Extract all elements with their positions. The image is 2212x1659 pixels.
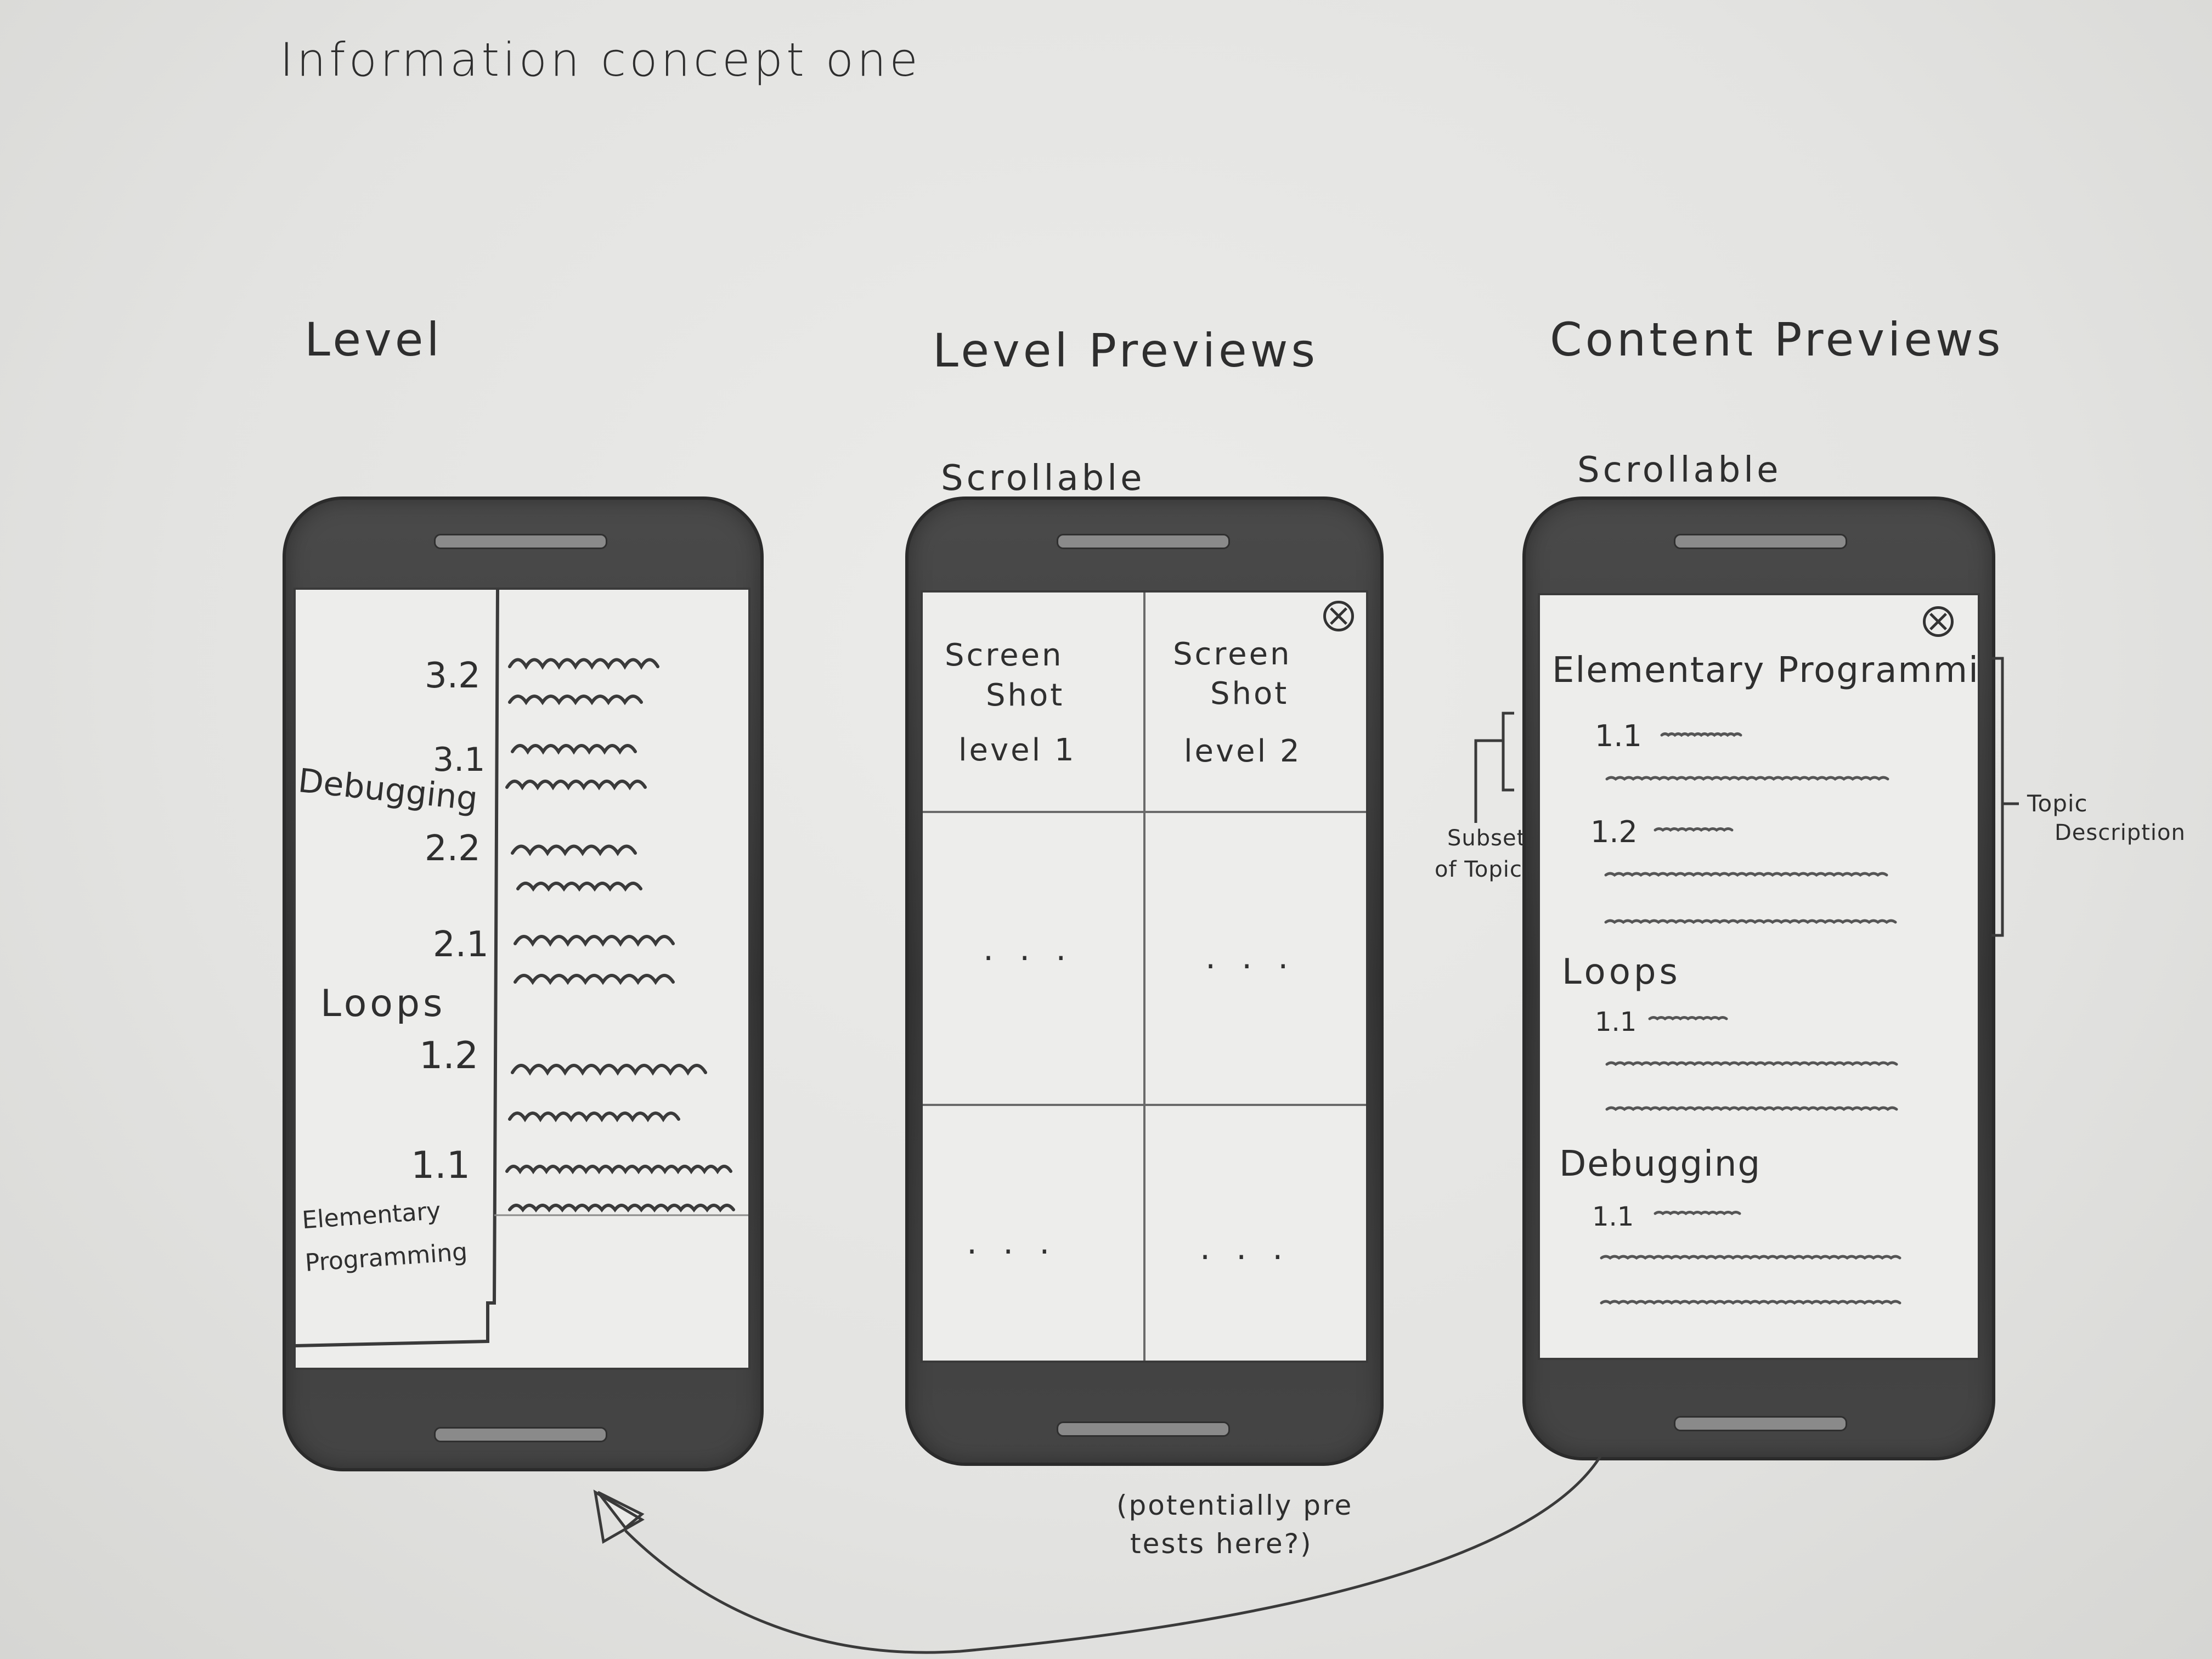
topic-loops[interactable]: Loops: [1562, 952, 1681, 992]
level-screen[interactable]: 3.2 3.1 2.2 2.1 1.2 1.1 Debugging Loops …: [294, 588, 751, 1370]
level-number-3-2[interactable]: 3.2: [425, 656, 481, 696]
phone-bottom-bar: [1674, 1416, 1847, 1431]
annotation-topic: Topic: [2027, 790, 2088, 817]
cell-line-level: level 1: [958, 732, 1076, 768]
content-previews-screen[interactable]: Elementary Programming 1.1 1.2 Loops 1.1…: [1538, 593, 1980, 1360]
phone-bottom-bar: [1057, 1421, 1230, 1437]
phone-speaker: [434, 534, 607, 549]
grid-horizontal-line-2: [923, 1104, 1366, 1106]
level-previews-screen[interactable]: Screen Shot level 1 Screen Shot level 2 …: [921, 590, 1368, 1363]
level-number-2-1[interactable]: 2.1: [433, 924, 489, 965]
level-number-3-1[interactable]: 3.1: [433, 741, 486, 779]
subtopic-1-1[interactable]: 1.1: [1595, 1007, 1637, 1037]
cell-line-screen: Screen: [1173, 636, 1292, 672]
page-title: Information concept one: [280, 33, 921, 87]
bottom-note-line-2: tests here?): [1130, 1528, 1313, 1560]
level-divider-line: [296, 590, 748, 1347]
ellipsis-placeholder: . . .: [967, 1223, 1058, 1262]
level-previews-scrollable-note: Scrollable: [941, 458, 1146, 499]
content-previews-scrollable-note: Scrollable: [1577, 450, 1782, 490]
cell-line-shot: Shot: [986, 678, 1065, 713]
cell-line-screen: Screen: [945, 637, 1064, 673]
preview-cell-level-1[interactable]: Screen Shot level 1: [923, 592, 1142, 810]
subtopic-1-1[interactable]: 1.1: [1595, 719, 1642, 753]
ellipsis-placeholder: . . .: [1200, 1229, 1291, 1267]
level-scribble-descriptions: [505, 658, 735, 1212]
subtopic-1-2[interactable]: 1.2: [1590, 815, 1638, 849]
close-icon[interactable]: [1923, 606, 1954, 637]
section-loops: Loops: [320, 982, 446, 1025]
content-previews-heading: Content Previews: [1550, 313, 2004, 366]
level-heading: Level: [304, 313, 443, 366]
close-icon[interactable]: [1323, 601, 1354, 631]
phone-bottom-bar: [434, 1427, 607, 1442]
level-number-1-1[interactable]: 1.1: [411, 1144, 471, 1187]
subtopic-1-1[interactable]: 1.1: [1592, 1201, 1634, 1232]
cell-line-shot: Shot: [1210, 676, 1289, 712]
ellipsis-placeholder: . . .: [983, 930, 1074, 968]
level-number-2-2[interactable]: 2.2: [425, 828, 481, 869]
topic-debugging[interactable]: Debugging: [1559, 1144, 1762, 1184]
ellipsis-placeholder: . . .: [1205, 938, 1296, 977]
phone-level: 3.2 3.1 2.2 2.1 1.2 1.1 Debugging Loops …: [283, 496, 764, 1471]
annotation-description: Description: [2055, 820, 2186, 845]
annotation-subset: Subset: [1447, 826, 1526, 851]
phone-speaker: [1674, 534, 1847, 549]
topic-elementary-programming[interactable]: Elementary Programming: [1552, 650, 1980, 691]
grid-vertical-line: [1143, 592, 1146, 1361]
preview-cell-level-2[interactable]: Screen Shot level 2: [1146, 592, 1365, 810]
cell-line-level: level 2: [1184, 733, 1302, 769]
level-number-1-2[interactable]: 1.2: [419, 1034, 479, 1077]
phone-content-previews: Elementary Programming 1.1 1.2 Loops 1.1…: [1522, 496, 1995, 1460]
bottom-note-line-1: (potentially pre: [1116, 1489, 1353, 1521]
annotation-of-topic: of Topic: [1435, 857, 1522, 882]
phone-level-previews: Screen Shot level 1 Screen Shot level 2 …: [905, 496, 1384, 1466]
phone-speaker: [1057, 534, 1230, 549]
content-scribble-descriptions: [1600, 732, 1901, 1305]
level-previews-heading: Level Previews: [933, 324, 1319, 377]
grid-horizontal-line-1: [923, 811, 1366, 813]
